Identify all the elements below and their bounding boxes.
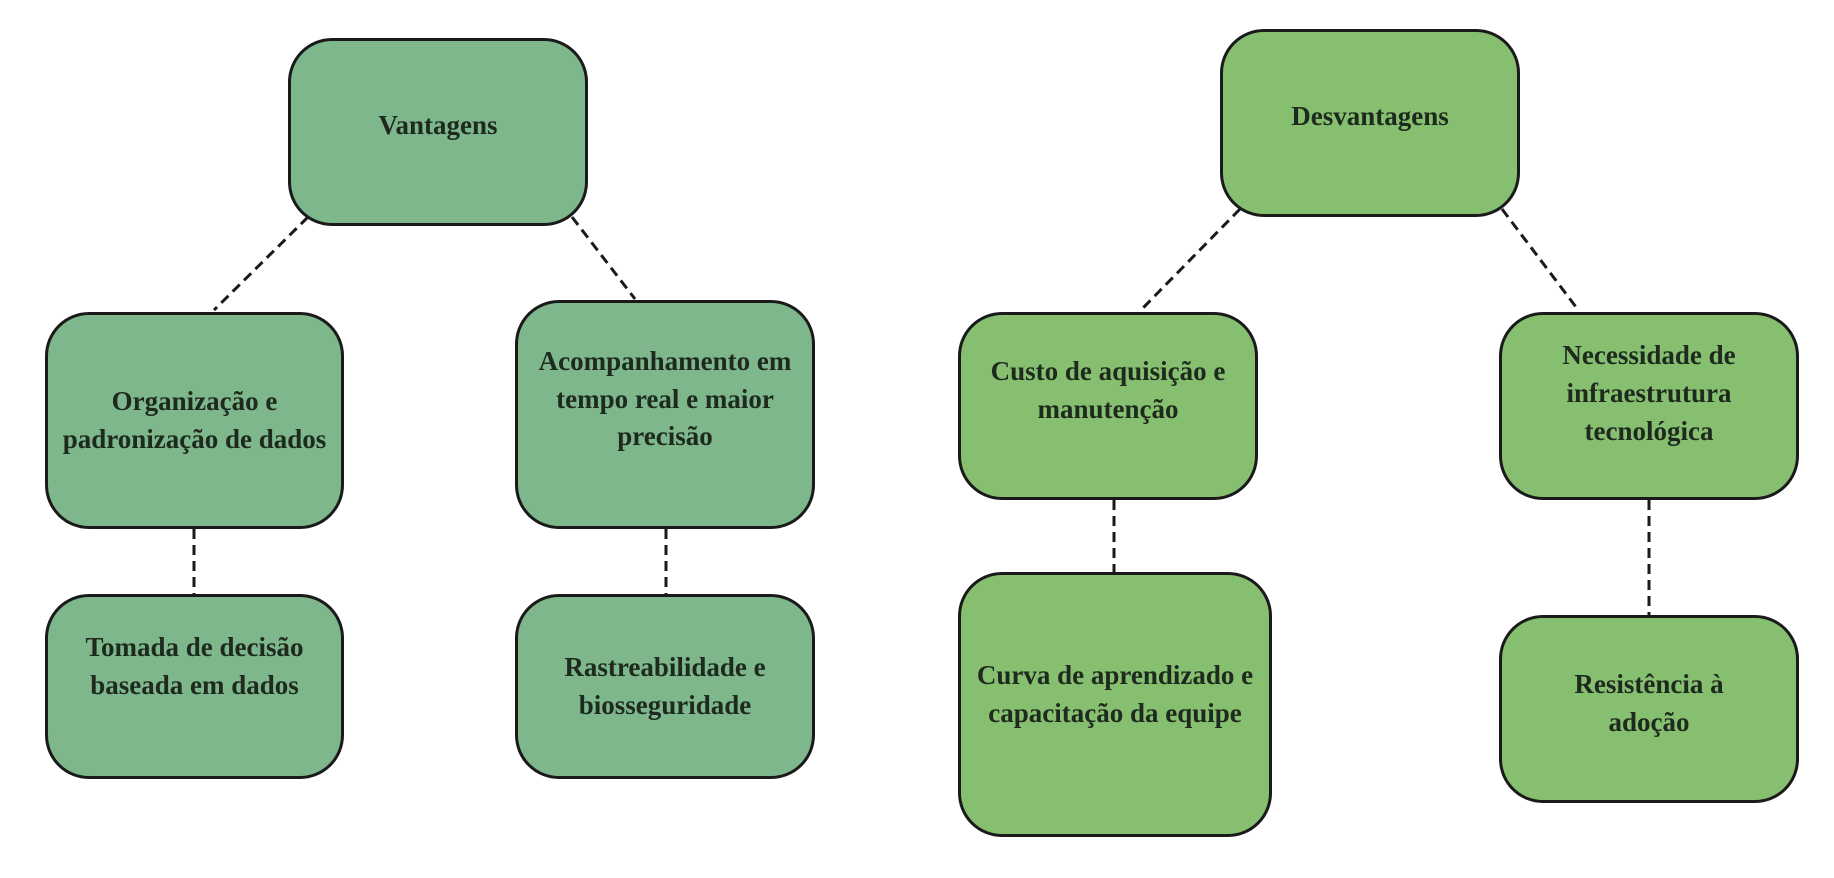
connector-desvantagens-custo: [1138, 207, 1242, 313]
node-label: Tomada de decisão baseada em dados: [85, 631, 304, 700]
node-desvantagens: Desvantagens: [1220, 29, 1520, 217]
connector-desvantagens-necessidade: [1500, 208, 1581, 312]
node-curva-de-aprendizado: Curva de aprendizado e capacitação da eq…: [958, 572, 1272, 837]
node-label: Organização e padronização de dados: [62, 385, 327, 454]
node-rastreabilidade: Rastreabilidade e biosseguridade: [515, 594, 815, 779]
node-label: Vantagens: [378, 110, 498, 140]
node-label: Resistência à adoção: [1574, 669, 1724, 737]
connector-vantagens-organizacao: [212, 215, 310, 312]
node-label: Curva de aprendizado e capacitação da eq…: [976, 659, 1254, 728]
node-necessidade: Necessidade de infraestrutura tecnológic…: [1499, 312, 1799, 500]
node-organizacao: Organização e padronização de dados: [45, 312, 344, 529]
node-tomada-de-decisao: Tomada de decisão baseada em dados: [45, 594, 344, 779]
node-label: Custo de aquisição e manutenção: [990, 356, 1226, 424]
node-label: Desvantagens: [1291, 101, 1449, 131]
connector-vantagens-acompanhamento: [570, 216, 637, 300]
node-vantagens: Vantagens: [288, 38, 588, 226]
node-custo: Custo de aquisição e manutenção: [958, 312, 1258, 500]
node-acompanhamento: Acompanhamento em tempo real e maior pre…: [515, 300, 815, 529]
node-resistencia: Resistência à adoção: [1499, 615, 1799, 803]
node-label: Rastreabilidade e biosseguridade: [564, 651, 766, 720]
node-label: Acompanhamento em tempo real e maior pre…: [538, 345, 792, 452]
node-label: Necessidade de infraestrutura tecnológic…: [1562, 340, 1736, 446]
